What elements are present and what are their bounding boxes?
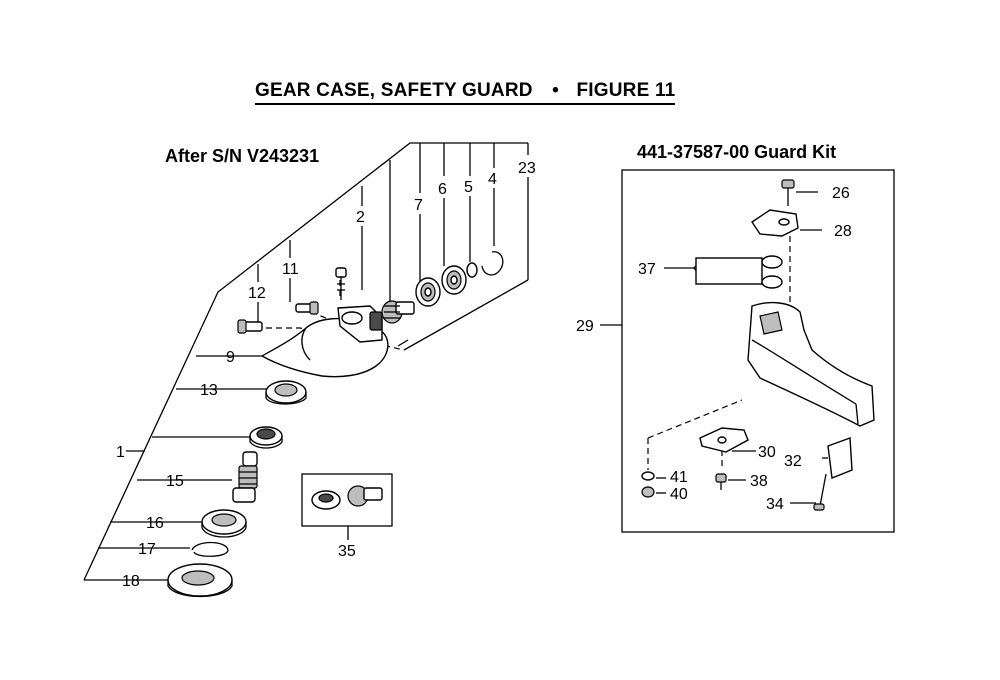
part-bolt-26: [781, 179, 795, 206]
part-screw-12: [237, 319, 263, 334]
serial-note: After S/N V243231: [165, 146, 320, 166]
part-cover-18: [167, 563, 233, 598]
part-nut-40: [641, 486, 655, 498]
callout-38: 38: [750, 473, 768, 490]
callout-5: 5: [464, 179, 473, 196]
guard-kit-title: 441-37587-00 Guard Kit: [637, 142, 837, 162]
part-guard-29: [747, 301, 875, 427]
part-circlip-17: [191, 541, 229, 557]
callout-12: 12: [248, 285, 266, 302]
callout-35: 35: [338, 543, 356, 560]
assembly-bracket-lines: [83, 142, 529, 581]
part-snap-ring-4: [481, 251, 504, 276]
part-bolt-2: [335, 267, 347, 300]
callout-labels: 2 11 12 7 6 5 4 23 9 13 1 15 16 17 18 35…: [116, 160, 852, 590]
callout-13: 13: [200, 382, 218, 399]
callout-23: 23: [518, 160, 536, 177]
title-bullet: •: [552, 80, 560, 101]
title-text: GEAR CASE, SAFETY GUARD: [255, 80, 533, 101]
part-shaft-15: [232, 451, 258, 503]
part-nut-41: [641, 471, 655, 481]
callout-32: 32: [784, 453, 802, 470]
callout-2: 2: [356, 209, 365, 226]
part-screw-34: [813, 473, 827, 511]
callout-16: 16: [146, 515, 164, 532]
callout-37: 37: [638, 261, 656, 278]
part-tape-37: [695, 255, 783, 289]
part-washer-5: [466, 262, 478, 278]
callout-41: 41: [670, 469, 688, 486]
part-screw-11: [295, 301, 319, 315]
part-clamp-28: [751, 209, 799, 237]
callout-6: 6: [438, 181, 447, 198]
diagram-title: GEAR CASE, SAFETY GUARD • FIGURE 11: [255, 80, 676, 105]
part-bracket-30: [699, 427, 749, 453]
part-gear-1: [249, 426, 283, 449]
callout-1: 1: [116, 444, 125, 461]
callout-17: 17: [138, 541, 156, 558]
callout-40: 40: [670, 486, 688, 503]
callout-29: 29: [576, 318, 594, 335]
part-pinion-gear-7: [381, 300, 415, 324]
gear-set-kit-35: [301, 473, 393, 540]
callout-9: 9: [226, 349, 235, 366]
part-bearing-5: [441, 265, 467, 295]
part-screw-38: [715, 473, 727, 490]
callout-7: 7: [414, 197, 423, 214]
part-bearing-16: [201, 509, 247, 538]
part-gear-case-9: [260, 305, 409, 378]
callout-26: 26: [832, 185, 850, 202]
part-seal-13: [265, 380, 307, 405]
callout-28: 28: [834, 223, 852, 240]
guard-kit-box: [600, 169, 895, 533]
callout-11: 11: [282, 261, 299, 278]
part-bearing-6: [415, 277, 441, 307]
part-blade-holder-32: [827, 437, 853, 479]
callout-4: 4: [488, 171, 497, 188]
callout-15: 15: [166, 473, 184, 490]
figure-number: FIGURE 11: [576, 80, 676, 101]
callout-34: 34: [766, 496, 784, 513]
callout-18: 18: [122, 573, 140, 590]
callout-30: 30: [758, 444, 776, 461]
